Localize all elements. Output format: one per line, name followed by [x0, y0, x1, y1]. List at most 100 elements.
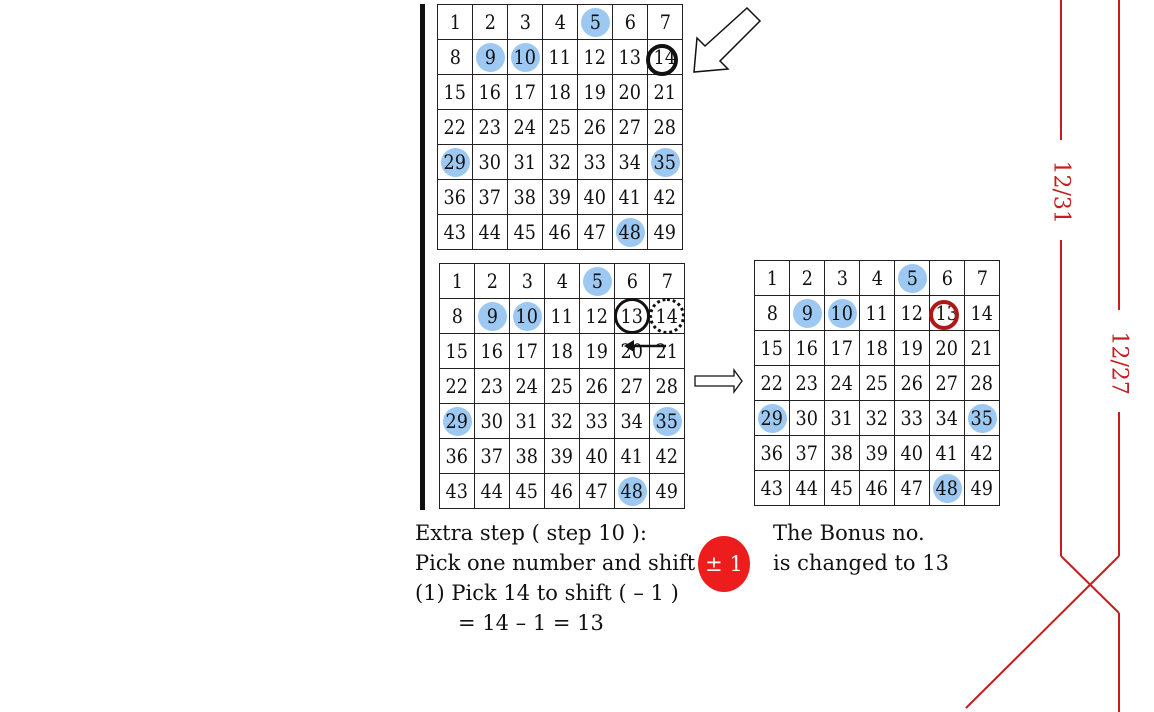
grid-cell: 44: [790, 471, 825, 506]
grid-cell-number: 31: [830, 406, 854, 430]
grid-cell: 29: [440, 404, 475, 439]
grid-cell: 31: [825, 401, 860, 436]
grid-cell-number: 15: [760, 336, 784, 360]
grid-cell: 20: [930, 331, 965, 366]
grid-cell: 31: [508, 145, 543, 180]
grid-cell: 9: [790, 296, 825, 331]
grid-cell-number: 32: [548, 150, 572, 174]
grid-cell-number: 6: [941, 266, 953, 290]
grid-cell-number: 36: [760, 441, 784, 465]
grid-cell-number: 11: [550, 304, 574, 328]
grid-cell-number: 20: [618, 80, 642, 104]
grid-cell-number: 3: [521, 269, 533, 293]
grid-cell-number: 23: [480, 374, 504, 398]
grid-cell-number: 1: [449, 10, 461, 34]
grid-cell: 7: [965, 261, 1000, 296]
grid-cell: 32: [545, 404, 580, 439]
grid-cell: 23: [473, 110, 508, 145]
grid-cell: 6: [930, 261, 965, 296]
grid-cell: 42: [648, 180, 683, 215]
grid-cell-number: 22: [760, 371, 784, 395]
grid-cell: 21: [965, 331, 1000, 366]
grid-cell-number: 24: [830, 371, 854, 395]
grid-cell-number: 25: [865, 371, 889, 395]
grid-cell-number: 38: [515, 444, 539, 468]
grid-cell: 38: [510, 439, 545, 474]
grid-cell: 19: [580, 334, 615, 369]
grid-cell: 14: [965, 296, 1000, 331]
dotted-circle-14: [649, 298, 685, 334]
grid-cell: 24: [508, 110, 543, 145]
grid-cell-number: 33: [585, 409, 609, 433]
grid-cell: 46: [545, 474, 580, 509]
grid-cell-number: 33: [583, 150, 607, 174]
grid-cell-number: 45: [515, 479, 539, 503]
grid-cell-number: 17: [830, 336, 854, 360]
grid-cell: 16: [473, 75, 508, 110]
pick-example: (1) Pick 14 to shift ( – 1 ): [415, 581, 679, 605]
grid-cell: 41: [615, 439, 650, 474]
grid-cell: 42: [965, 436, 1000, 471]
grid-cell-number: 41: [620, 444, 644, 468]
grid-cell-number: 8: [766, 301, 778, 325]
grid-cell: 36: [438, 180, 473, 215]
grid-cell-number: 23: [795, 371, 819, 395]
grid-cell: 2: [475, 264, 510, 299]
grid-cell: 33: [578, 145, 613, 180]
target-circle-13: [614, 298, 650, 334]
grid-cell-number: 33: [900, 406, 924, 430]
grid-cell-number: 30: [480, 409, 504, 433]
grid-cell-number: 4: [871, 266, 883, 290]
grid-cell-number: 27: [620, 374, 644, 398]
grid-cell: 47: [580, 474, 615, 509]
grid-cell-number: 10: [515, 304, 539, 328]
grid-cell-number: 48: [620, 479, 644, 503]
shift-badge: ± 1: [698, 536, 750, 592]
grid-cell: 4: [860, 261, 895, 296]
grid-cell: 11: [545, 299, 580, 334]
grid-cell-number: 26: [585, 374, 609, 398]
grid-cell: 21: [650, 334, 685, 369]
grid-cell-number: 46: [865, 476, 889, 500]
grid-cell-number: 35: [970, 406, 994, 430]
grid-cell: 1: [440, 264, 475, 299]
selected-circle-14: [646, 44, 678, 76]
grid-cell: 45: [825, 471, 860, 506]
grid-cell-number: 7: [976, 266, 988, 290]
grid-cell: 49: [648, 215, 683, 250]
grid-cell: 18: [860, 331, 895, 366]
grid-cell: 41: [930, 436, 965, 471]
grid-cell: 5: [895, 261, 930, 296]
grid-cell: 28: [648, 110, 683, 145]
grid-cell-number: 26: [900, 371, 924, 395]
grid-cell-number: 45: [830, 476, 854, 500]
grid-cell-number: 24: [515, 374, 539, 398]
grid-cell: 41: [613, 180, 648, 215]
grid-cell-number: 38: [830, 441, 854, 465]
grid-cell-number: 4: [554, 10, 566, 34]
bonus-circle-13: [929, 300, 959, 330]
grid-cell: 4: [543, 5, 578, 40]
grid-cell: 43: [440, 474, 475, 509]
grid-cell-number: 38: [513, 185, 537, 209]
grid-cell: 30: [790, 401, 825, 436]
grid-cell-number: 9: [486, 304, 498, 328]
grid-cell-number: 32: [865, 406, 889, 430]
grid-cell: 3: [825, 261, 860, 296]
grid-cell: 46: [543, 215, 578, 250]
grid-cell-number: 49: [655, 479, 679, 503]
grid-cell: 32: [543, 145, 578, 180]
grid-cell: 29: [755, 401, 790, 436]
grid-cell: 38: [508, 180, 543, 215]
grid-cell-number: 11: [548, 45, 572, 69]
grid-cell: 9: [475, 299, 510, 334]
grid-cell: 1: [438, 5, 473, 40]
grid-cell: 18: [543, 75, 578, 110]
grid-cell-number: 44: [795, 476, 819, 500]
grid-cell: 10: [825, 296, 860, 331]
grid-cell: 48: [615, 474, 650, 509]
grid-cell-number: 3: [519, 10, 531, 34]
grid-cell-number: 42: [655, 444, 679, 468]
grid-cell-number: 7: [661, 269, 673, 293]
grid-cell: 40: [578, 180, 613, 215]
